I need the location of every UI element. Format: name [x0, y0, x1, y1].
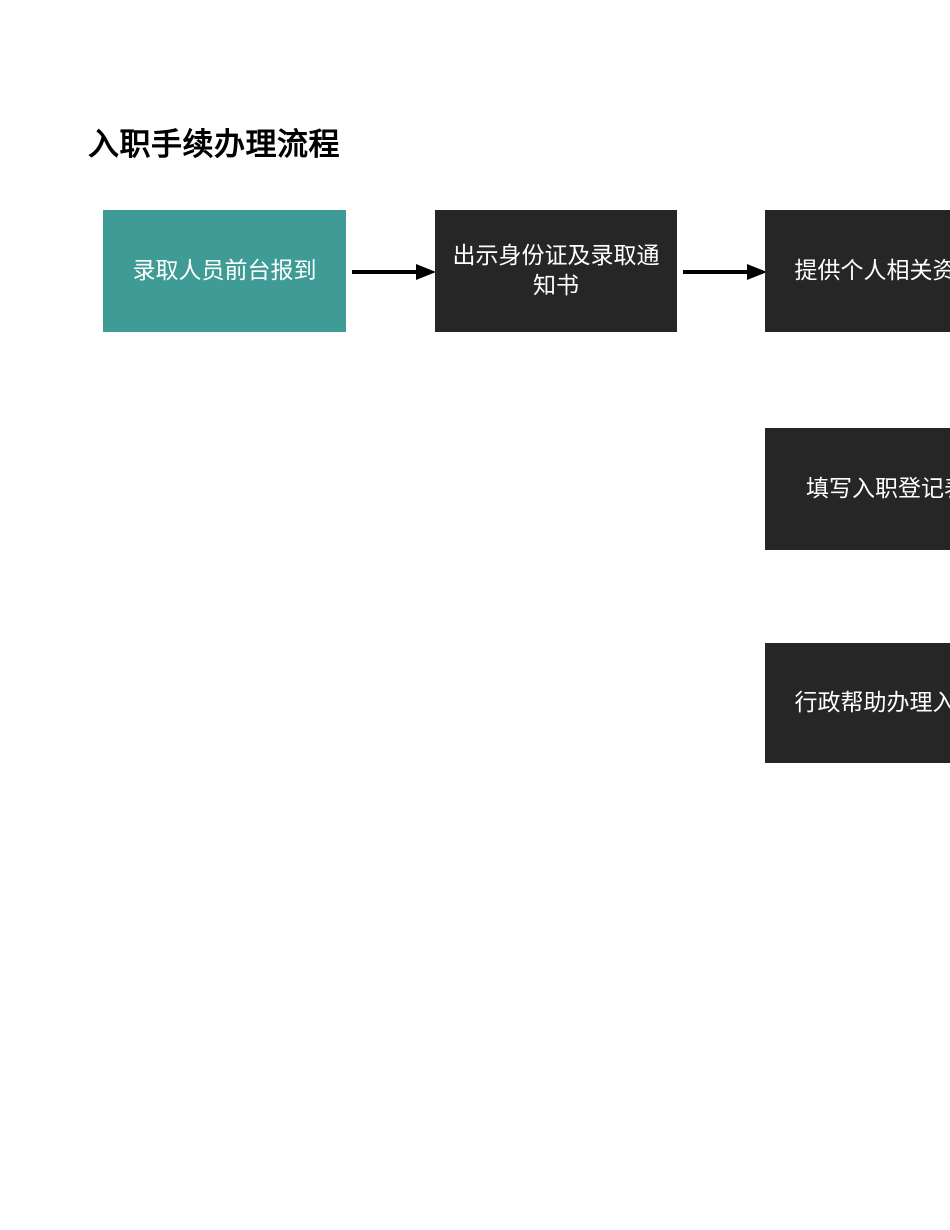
- flow-node-4-label: 填写入职登记表: [806, 475, 950, 502]
- arrow-right-icon-1: [352, 260, 436, 284]
- flow-node-5[interactable]: 行政帮助办理入职: [765, 643, 950, 763]
- flow-node-2[interactable]: 出示身份证及录取通知书: [435, 210, 677, 332]
- flow-node-3-label: 提供个人相关资料: [794, 257, 950, 284]
- flow-node-1-label: 录取人员前台报到: [132, 257, 317, 284]
- page-title: 入职手续办理流程: [88, 127, 340, 162]
- arrow-right-icon-2: [683, 260, 767, 284]
- flow-node-2-label: 出示身份证及录取通知书: [452, 242, 660, 298]
- flow-node-1[interactable]: 录取人员前台报到: [103, 210, 346, 332]
- flow-node-5-label: 行政帮助办理入职: [794, 689, 950, 716]
- flow-node-4[interactable]: 填写入职登记表: [765, 428, 950, 550]
- flow-node-3[interactable]: 提供个人相关资料: [765, 210, 950, 332]
